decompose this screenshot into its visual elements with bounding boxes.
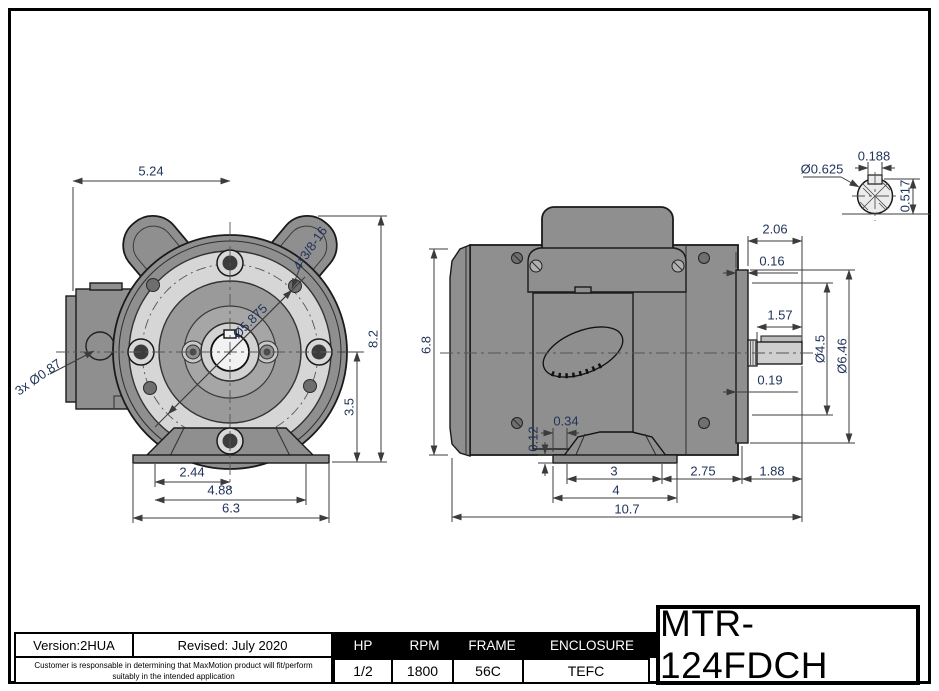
spec-value-enclosure: TEFC [522,658,650,684]
part-number-box: MTR-124FDCH [656,603,920,686]
spec-header-rpm: RPM [409,637,440,653]
dim-pilot-dia: Ø4.5 [812,334,828,364]
spec-header-hp: HP [353,637,373,653]
dim-shaft-step: 0.19 [757,372,783,388]
dim-shaft-length: 1.57 [767,307,793,323]
dim-width-center: 5.24 [138,163,164,179]
spec-table: HP RPM FRAME ENCLOSURE 1/2 1800 56C TEFC [333,632,656,684]
mounting-feet-front [132,427,330,464]
dim-shaft-height: 3.5 [341,397,357,417]
dim-face-to-foot: 2.75 [690,463,716,479]
dim-key-width: 0.188 [857,148,891,164]
dim-body-height: 6.8 [418,335,434,355]
dim-base-width: 6.3 [221,500,241,516]
spec-value-hp: 1/2 [333,658,393,684]
revised-cell: Revised: July 2020 [132,632,333,658]
dim-foot-length: 4 [612,482,620,498]
dim-flat-height: 0.517 [897,179,913,213]
spec-value-rpm: 1800 [391,658,454,684]
spec-header-frame: FRAME [468,637,516,653]
spec-value-frame: 56C [452,658,524,684]
disclaimer-cell: Customer is responsable in determining t… [14,656,333,684]
dim-flange-thickness: 0.16 [759,253,785,269]
dim-foot-span: 4.88 [207,482,233,498]
dim-foot-center: 2.44 [179,464,205,480]
disclaimer-line1: Customer is responsable in determining t… [34,661,313,670]
disclaimer-line2: suitably in the intended application [112,672,235,681]
mounting-foot-side [552,431,678,464]
front-view [49,177,387,523]
dim-foot-hole-spacing: 3 [610,463,618,479]
dim-shaft-overall: 2.06 [762,221,788,237]
dim-flange-dia: Ø6.46 [834,338,850,374]
spec-value-row: 1/2 1800 56C TEFC [333,658,656,684]
dim-shaft-extension: 1.88 [759,463,785,479]
nameplate [532,286,634,456]
spec-header-enclosure: ENCLOSURE [549,637,635,653]
maxmotion-swoosh-logo [542,326,624,379]
title-block-left: Version:2HUA Revised: July 2020 [14,632,333,658]
dim-base-thickness: 0.12 [525,426,541,452]
dim-overall-length: 10.7 [614,501,640,517]
shaft-detail-view [803,162,930,221]
fan-shroud [449,243,471,457]
dim-foot-hole-offset: 0.34 [553,413,579,429]
dim-overall-height: 8.2 [365,329,381,349]
version-cell: Version:2HUA [14,632,134,658]
spec-header-row: HP RPM FRAME ENCLOSURE [333,632,656,658]
c-face-flange [735,269,749,444]
side-view [429,206,855,522]
part-number: MTR-124FDCH [660,603,828,686]
dim-shaft-dia: Ø0.625 [800,161,844,177]
